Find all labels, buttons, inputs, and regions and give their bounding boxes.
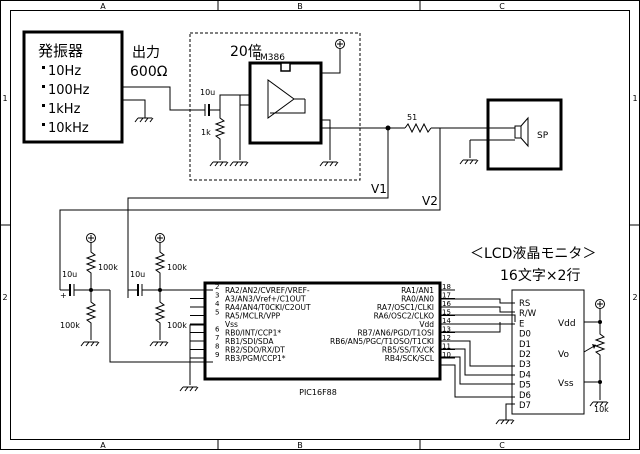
mcu-left-pin-num: 5	[215, 309, 219, 317]
col-label-c: C	[499, 2, 505, 11]
mcu-left-pin-num: 7	[215, 334, 219, 342]
mcu-left-pins: 2 RA2/AN2/CVREF/VREF- 3 A3/AN3/Vref+/C1OUT 4…	[190, 283, 311, 363]
r1-top-label: 100k	[98, 263, 118, 272]
lcd-pin-label: D4	[519, 370, 531, 380]
freq-10hz: 10Hz	[48, 64, 81, 79]
freq-1khz: 1kHz	[48, 102, 81, 117]
lcd-pin-label: D5	[519, 381, 531, 391]
mcu-left-pin-num: 9	[215, 351, 219, 359]
mcu-block: 2 RA2/AN2/CVREF/VREF- 3 A3/AN3/Vref+/C1OUT 4…	[179, 281, 455, 397]
mcu-right-pin-name: RB7/AN6/PGD/T1OSI	[357, 329, 434, 338]
amplifier-block: 20倍 LM386 10u 1k	[189, 32, 388, 181]
lcd-pin-label: D3	[519, 360, 531, 370]
mcu-left-pin-num: 2	[215, 283, 219, 291]
r2-bottom-label: 100k	[167, 321, 187, 330]
mcu-right-pin-num: 10	[442, 351, 451, 359]
lcd-title: ＜LCD液晶モニタ＞	[470, 246, 596, 262]
mcu-left-pin-num: 3	[215, 292, 219, 300]
mcu-right-pin-name: RA7/OSC1/CLKI	[377, 303, 434, 312]
amp-cap-label: 10u	[200, 88, 215, 97]
mcu-left-pin-name: RA4/AN4/T0CKI/C2OUT	[225, 303, 311, 312]
cap1-plus: +	[60, 291, 67, 300]
mcu-lcd-wiring	[440, 298, 516, 398]
lcd-vss: Vss	[558, 379, 574, 389]
pot-label: 10k	[594, 405, 609, 414]
lcd-subtitle: 16文字×2行	[500, 268, 580, 284]
lcd-pin-label: D6	[519, 391, 531, 401]
mcu-left-pin-name: RB0/INT/CCP1*	[225, 329, 281, 338]
ic-label: LM386	[255, 53, 285, 63]
probe-v1: V1	[371, 182, 387, 196]
mcu-left-pin-name: RA2/AN2/CVREF/VREF-	[225, 286, 310, 295]
output-resistor-label: 51	[407, 113, 417, 122]
mcu-right-pin-name: RA6/OSC2/CLKO	[374, 312, 434, 321]
mcu-right-pin-num: 15	[442, 309, 451, 317]
lcd-pin-label: RS	[519, 299, 530, 309]
lcd-pin-label: E	[519, 319, 524, 329]
oscillator-title: 発振器	[38, 42, 83, 60]
row-label-2-right: 2	[632, 293, 637, 302]
mcu-left-pin-name: RB3/PGM/CCP1*	[225, 354, 286, 363]
lcd-pin-label: D2	[519, 350, 531, 360]
lcd-pin-label: R/W	[519, 309, 537, 319]
amp-resistor-label: 1k	[201, 128, 211, 137]
mcu-left-pin-name: RB1/SDI/SDA	[225, 337, 274, 346]
lcd-pin-label: D1	[519, 340, 531, 350]
output-stage: 51 SP V1 V2	[59, 98, 563, 298]
mcu-right-pin-name: Vdd	[419, 320, 434, 329]
mcu-right-pin-num: 17	[442, 292, 451, 300]
mcu-right-pin-num: 18	[442, 283, 451, 291]
mcu-right-pin-num: 16	[442, 300, 451, 308]
r1-bottom-label: 100k	[60, 321, 80, 330]
mcu-left-pin-name: RA5/MCLR/VPP	[225, 312, 281, 321]
r2-top-label: 100k	[167, 263, 187, 272]
speaker-label: SP	[537, 131, 549, 141]
mcu-left-pin-name: Vss	[225, 320, 238, 329]
col-label-b-bottom: B	[297, 441, 303, 450]
mcu-left-pin-num: 4	[215, 300, 220, 308]
mcu-left-pin-num: 8	[215, 343, 219, 351]
lcd-pin-label: D7	[519, 401, 531, 411]
output-label: 出力	[132, 45, 160, 61]
freq-10khz: 10kHz	[48, 121, 89, 136]
lcd-vdd: Vdd	[558, 319, 576, 329]
mcu-left-pin-name: RB2/SDO/RX/DT	[225, 346, 285, 355]
oscillator-block: 発振器 10Hz 100Hz 1kHz 10kHz 出力 600Ω	[22, 30, 205, 144]
mcu-right-pin-name: RA1/AN1	[401, 286, 434, 295]
row-label-1-right: 1	[632, 94, 637, 103]
mcu-left-pin-num: 6	[215, 326, 220, 334]
freq-100hz: 100Hz	[48, 83, 90, 98]
output-impedance: 600Ω	[130, 64, 168, 80]
mcu-right-pins: 18 RA1/AN1 17 RA0/AN0 16 RA7/OSC1/CLKI 15 RA6/O…	[330, 283, 455, 363]
mcu-right-pin-num: 11	[442, 343, 451, 351]
col-label-c-bottom: C	[499, 441, 505, 450]
cap1-label: 10u	[62, 270, 77, 279]
mcu-left-pin-name: A3/AN3/Vref+/C1OUT	[225, 295, 306, 304]
lcd-pin-label: D0	[519, 330, 531, 340]
lcd-vo: Vo	[558, 350, 569, 360]
mcu-name: PIC16F88	[299, 388, 337, 397]
mcu-right-pin-name: RB6/AN5/PGC/T1OSO/T1CKI	[330, 337, 434, 346]
mcu-right-pin-name: RB4/SCK/SCL	[385, 354, 435, 363]
row-label-2: 2	[2, 293, 7, 302]
probe-v2: V2	[422, 194, 438, 208]
mcu-right-pin-num: 13	[442, 326, 451, 334]
lcd-block: ＜LCD液晶モニタ＞ 16文字×2行 RSR/WED0D1D2D3D4D5D6D…	[470, 246, 609, 425]
mcu-right-pin-num: 12	[442, 334, 451, 342]
cap2-label: 10u	[130, 270, 145, 279]
row-label-1: 1	[2, 94, 7, 103]
mcu-right-pin-name: RB5/SS/TX/CK	[382, 346, 435, 355]
mcu-right-pin-name: RA0/AN0	[401, 295, 434, 304]
col-label-b: B	[297, 2, 303, 11]
gain-label: 20倍	[230, 44, 262, 60]
input-network-1: 10u + 100k 100k	[60, 233, 213, 363]
col-label-a-bottom: A	[100, 441, 106, 450]
mcu-right-pin-num: 14	[442, 317, 451, 325]
col-label-a: A	[100, 2, 106, 11]
